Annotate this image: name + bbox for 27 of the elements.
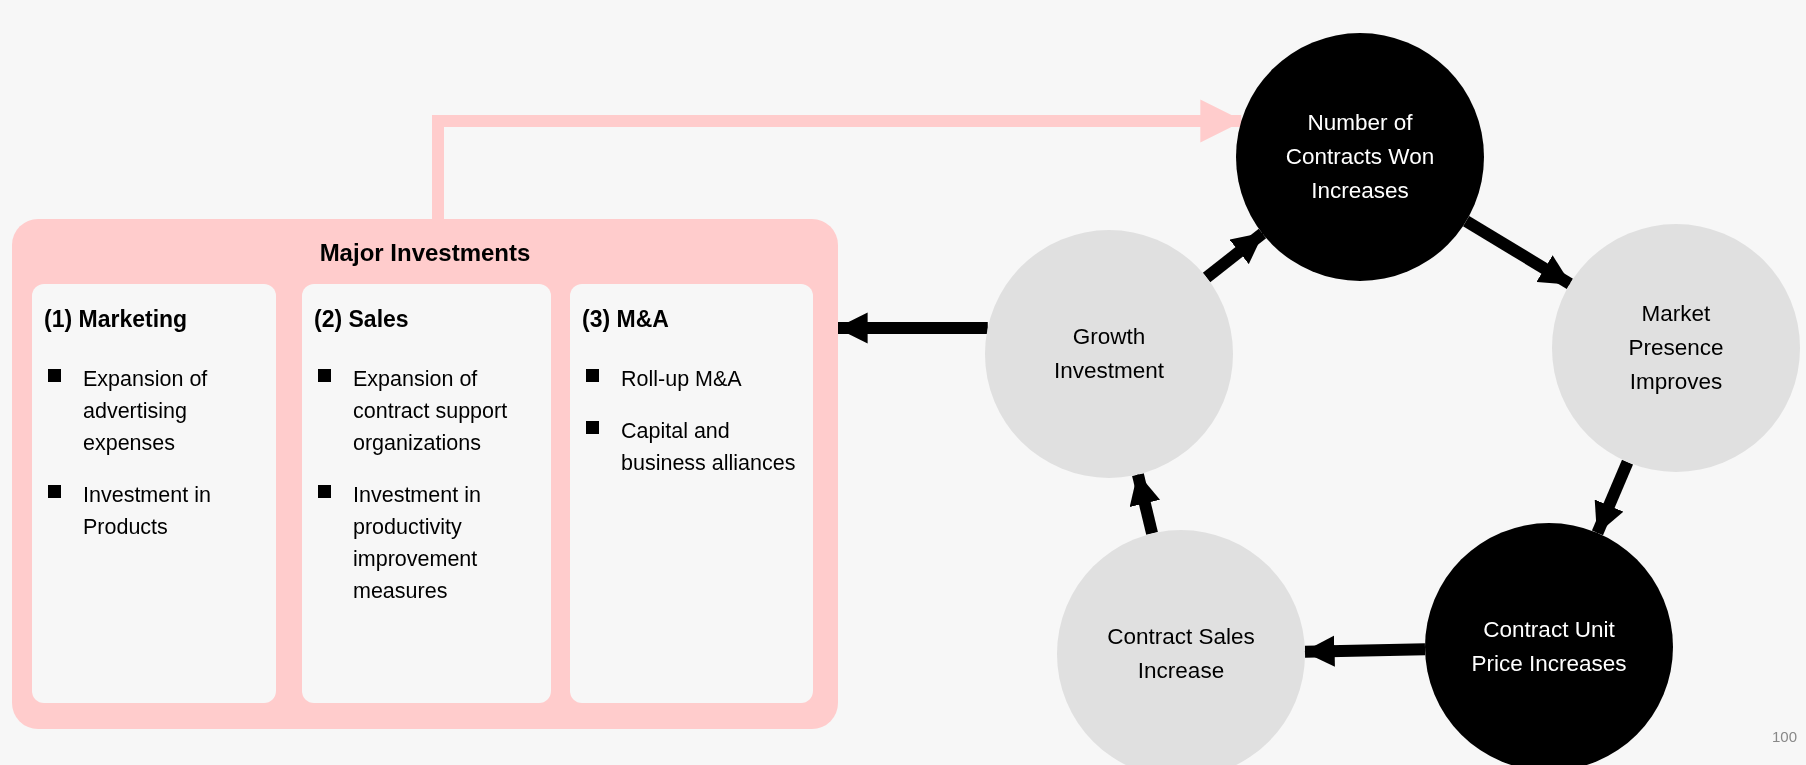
card-heading: (3) M&A bbox=[582, 306, 670, 333]
arrow bbox=[1202, 228, 1267, 283]
arrow bbox=[836, 312, 988, 344]
bullet-text: Roll-up M&A bbox=[621, 366, 742, 393]
arrow bbox=[1463, 216, 1573, 289]
arrow bbox=[1591, 459, 1634, 536]
panel-heading: Major Investments bbox=[318, 239, 532, 267]
category-card bbox=[302, 284, 551, 703]
card-heading: (1) Marketing bbox=[44, 306, 189, 333]
bullet-text: Capital and business alliances bbox=[621, 418, 797, 477]
step-text: Contract Unit Price Increases bbox=[1470, 616, 1628, 678]
arrow bbox=[1129, 473, 1160, 535]
arrow bbox=[432, 99, 1244, 219]
page-number: 100 bbox=[1772, 728, 1798, 745]
step-text: Number of Contracts Won Increases bbox=[1284, 109, 1436, 205]
step-text: Growth Investment bbox=[1052, 323, 1166, 385]
arrow bbox=[1303, 635, 1426, 667]
step-text: Market Presence Improves bbox=[1627, 300, 1725, 396]
bullet-text: Expansion of contract support organizations bbox=[353, 366, 509, 457]
step-text: Contract Sales Increase bbox=[1106, 623, 1256, 685]
category-card bbox=[32, 284, 276, 703]
bullet-text: Investment in Products bbox=[83, 482, 212, 541]
bullet-text: Investment in productivity improvement measures bbox=[353, 482, 482, 605]
bullet-text: Expansion of advertising expenses bbox=[83, 366, 209, 457]
group-panel bbox=[12, 219, 838, 729]
category-card bbox=[570, 284, 813, 703]
card-heading: (2) Sales bbox=[314, 306, 410, 333]
